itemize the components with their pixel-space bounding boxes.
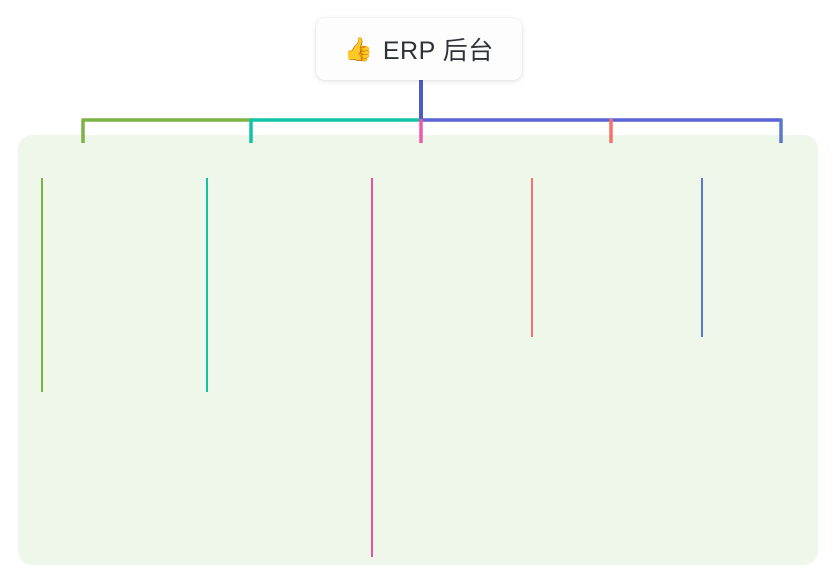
diagram-panel	[18, 135, 818, 565]
root-title: ERP 后台	[382, 37, 494, 65]
thumbs-up-icon: 👍	[344, 35, 373, 62]
root-node[interactable]: 👍 ERP 后台	[316, 18, 522, 80]
